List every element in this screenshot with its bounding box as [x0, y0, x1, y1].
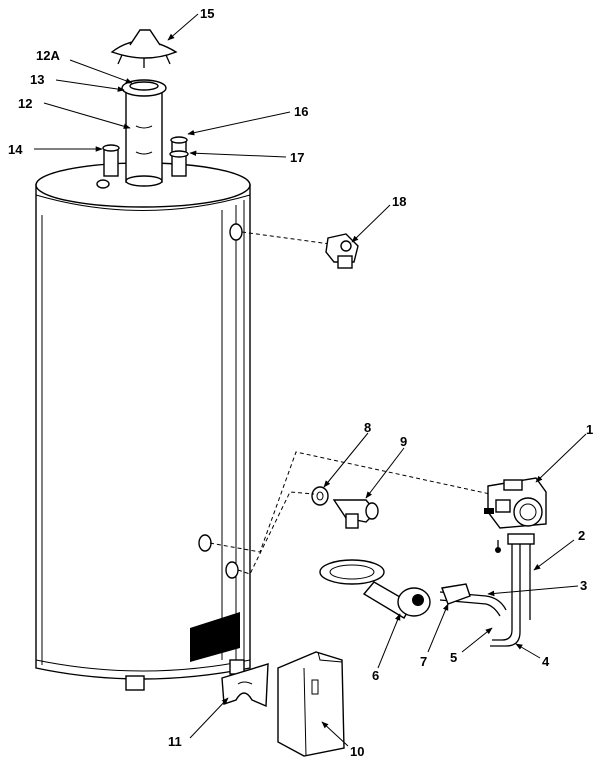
drain-valve [332, 499, 379, 529]
callout-16: 16 [294, 104, 308, 119]
drain-dash-line [237, 491, 315, 575]
flue-collar [121, 79, 167, 97]
callout-4: 4 [542, 654, 550, 669]
callout-3: 3 [580, 578, 587, 593]
cold-inlet-nipple [102, 144, 120, 177]
burner-assembly [319, 559, 431, 619]
draft-hood [110, 29, 178, 68]
callout-labels: 15 12A 13 12 16 14 17 18 1 8 9 2 3 5 4 7… [8, 6, 593, 759]
callout-17: 17 [290, 150, 304, 165]
callout-12: 12 [18, 96, 32, 111]
outer-door [277, 651, 345, 757]
hot-outlet-nipple [169, 136, 189, 177]
flue-pipe [125, 87, 163, 187]
washer [311, 486, 329, 506]
callout-10: 10 [350, 744, 364, 759]
callout-6: 6 [372, 668, 379, 683]
callout-1: 1 [586, 422, 593, 437]
callout-7: 7 [420, 654, 427, 669]
tank-body [35, 162, 251, 691]
relief-valve [241, 231, 359, 269]
leader-lines [34, 13, 587, 747]
callout-9: 9 [400, 434, 407, 449]
callout-15: 15 [200, 6, 214, 21]
pilot-tubing [439, 533, 535, 647]
callout-11: 11 [168, 734, 182, 749]
callout-13: 13 [30, 72, 44, 87]
gas-control-valve [484, 477, 547, 529]
callout-14: 14 [8, 142, 23, 157]
callout-5: 5 [450, 650, 457, 665]
callout-18: 18 [392, 194, 406, 209]
inner-door [221, 663, 269, 708]
callout-2: 2 [578, 528, 585, 543]
callout-8: 8 [364, 420, 371, 435]
callout-12a: 12A [36, 48, 60, 63]
